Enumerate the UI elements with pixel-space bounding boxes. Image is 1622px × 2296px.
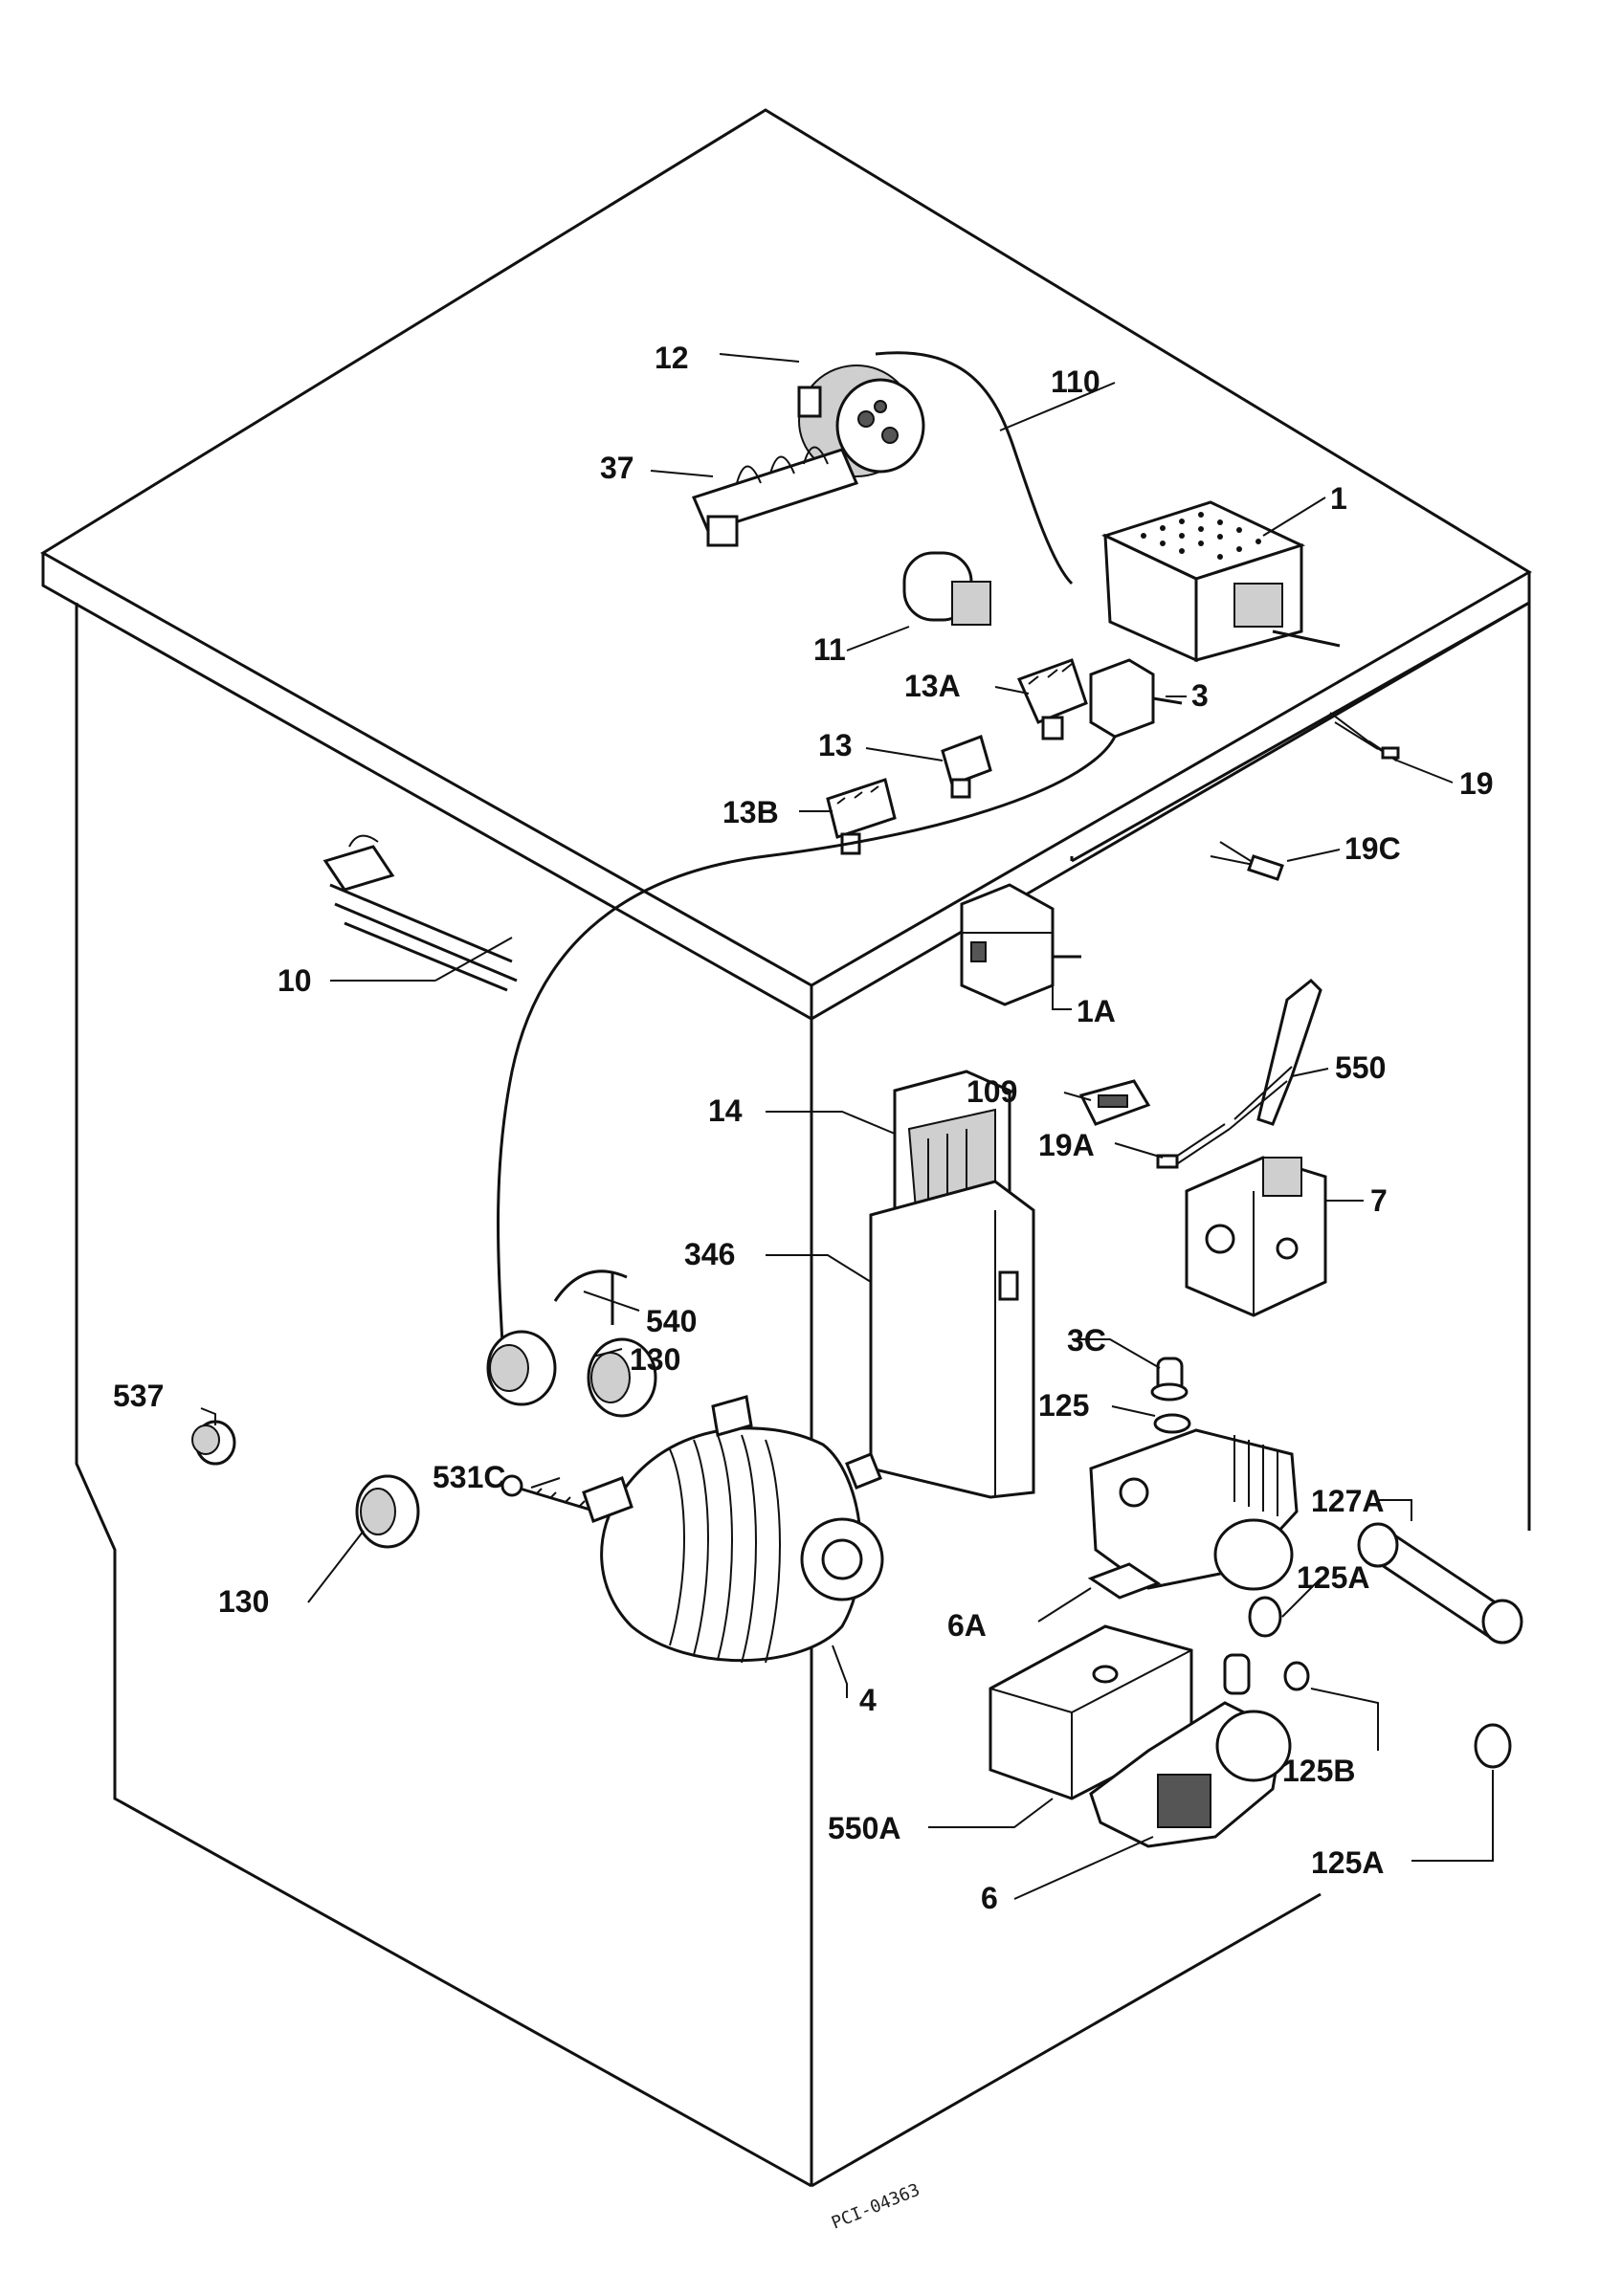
- part-13b-connector: [826, 778, 897, 855]
- part-3-switch: [1089, 658, 1183, 739]
- part-109-clip: [1078, 1079, 1151, 1126]
- cabinet-outline: [40, 108, 1532, 2188]
- part-125-o-ring: [1153, 1413, 1191, 1434]
- label-3c: 3C: [1067, 1323, 1106, 1358]
- label-125a-bottom: 125A: [1311, 1845, 1385, 1880]
- label-13a: 13A: [904, 669, 961, 703]
- part-37-terminal-block: [691, 446, 859, 547]
- label-127a: 127A: [1311, 1484, 1385, 1518]
- part-13a-connector: [1016, 658, 1088, 740]
- part-10-heating-element: [322, 834, 518, 992]
- label-1a: 1A: [1077, 994, 1116, 1028]
- label-346: 346: [684, 1237, 735, 1271]
- part-6a-pump-housing: [1087, 1428, 1299, 1600]
- part-125a-seal-top: [1248, 1596, 1282, 1638]
- label-6: 6: [981, 1881, 998, 1915]
- label-130-top: 130: [630, 1342, 680, 1377]
- hose-end-cap: [486, 1330, 557, 1406]
- part-6-drain-pump: [1089, 1653, 1292, 1848]
- part-110-cable: [875, 351, 1074, 585]
- part-550-lever: [1229, 978, 1322, 1130]
- leader-lines: [200, 353, 1494, 1900]
- part-13-connector: [941, 735, 992, 799]
- label-125a-top: 125A: [1297, 1560, 1370, 1595]
- part-1a-rotary-switch: [960, 883, 1081, 1006]
- label-4: 4: [859, 1683, 877, 1717]
- label-109: 109: [967, 1074, 1017, 1109]
- part-4-motor: [582, 1395, 884, 1664]
- label-12: 12: [655, 341, 689, 375]
- part-12-selector-knob: [797, 364, 925, 477]
- label-37: 37: [600, 451, 634, 485]
- label-7: 7: [1370, 1183, 1388, 1218]
- part-3c-pressure-sensor: [1150, 1357, 1189, 1402]
- part-19-sensor: [1329, 712, 1400, 762]
- part-19c-sensor: [1210, 841, 1284, 881]
- part-130-bushing-top: [587, 1337, 657, 1418]
- label-550a: 550A: [828, 1811, 901, 1845]
- label-550: 550: [1335, 1050, 1386, 1085]
- label-537: 537: [113, 1379, 164, 1413]
- part-537-plug: [191, 1420, 236, 1466]
- label-10: 10: [278, 963, 312, 998]
- label-13: 13: [818, 728, 853, 762]
- part-19a-sensor: [1156, 1123, 1231, 1169]
- callout-labels: 12 110 37 1 11 13A 3 13 19 13B 19C 10 1A…: [113, 341, 1494, 1915]
- pressure-switch-hose: [497, 736, 1117, 1345]
- part-11-capacitor: [902, 551, 991, 626]
- label-19a: 19A: [1038, 1128, 1095, 1162]
- label-110: 110: [1051, 364, 1100, 399]
- part-127a-hose: [1357, 1522, 1523, 1645]
- drawing-reference-stamp: PCI-04363: [829, 2180, 922, 2234]
- label-1: 1: [1330, 481, 1347, 516]
- label-125b: 125B: [1282, 1754, 1356, 1788]
- label-130-left: 130: [218, 1584, 269, 1619]
- label-19: 19: [1459, 766, 1494, 801]
- part-531c-screw: [500, 1474, 613, 1518]
- part-1-programmer-module: [1100, 500, 1341, 663]
- part-7-door-interlock: [1185, 1156, 1327, 1317]
- label-19c: 19C: [1344, 831, 1401, 866]
- part-130-bushing-left: [355, 1474, 420, 1549]
- label-14: 14: [708, 1093, 743, 1128]
- label-13b: 13B: [722, 795, 779, 829]
- label-125: 125: [1038, 1388, 1089, 1423]
- part-540-clamp: [553, 1269, 628, 1325]
- label-11: 11: [813, 632, 846, 667]
- label-3: 3: [1191, 678, 1209, 713]
- part-125b-seal: [1283, 1661, 1310, 1691]
- label-6a: 6A: [947, 1608, 987, 1643]
- label-531c: 531C: [433, 1460, 506, 1494]
- part-125a-seal-bottom: [1474, 1723, 1512, 1769]
- label-540: 540: [646, 1304, 697, 1338]
- part-346-dispenser-housing: [869, 1180, 1035, 1499]
